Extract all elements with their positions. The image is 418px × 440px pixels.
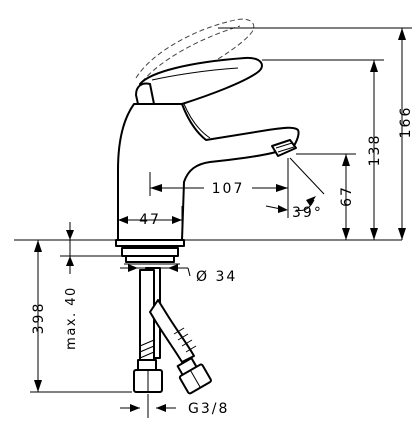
lever-handle xyxy=(135,56,263,105)
dimension-47: 47 xyxy=(117,206,183,240)
dimension-diameter-34: Ø 34 xyxy=(120,264,237,285)
countertop-line xyxy=(14,239,402,247)
faucet-body xyxy=(117,103,300,241)
right-hose-braid xyxy=(173,327,197,353)
flexible-hoses xyxy=(133,269,212,395)
dimension-g38-label: G3/8 xyxy=(188,401,229,417)
dimension-67-label: 67 xyxy=(339,185,355,207)
dimension-166: 166 xyxy=(218,27,414,240)
dimension-39-label: 39° xyxy=(292,205,323,221)
dimension-max-40: max. 40 xyxy=(60,222,122,350)
dimension-max40-label: max. 40 xyxy=(64,286,79,350)
dimension-67: 67 xyxy=(296,153,356,240)
left-hose-braid xyxy=(139,339,155,359)
dimension-angle-39: 39° xyxy=(265,157,325,221)
dimension-166-label: 166 xyxy=(398,106,414,139)
dimension-47-label: 47 xyxy=(139,212,161,228)
dimension-g38: G3/8 xyxy=(120,394,229,418)
dimension-34-label: Ø 34 xyxy=(196,269,237,285)
dimension-107-label: 107 xyxy=(212,181,245,197)
dimension-398-label: 398 xyxy=(31,302,47,335)
dimension-138: 138 xyxy=(262,59,384,240)
dimension-398: 398 xyxy=(30,240,132,393)
dimension-138-label: 138 xyxy=(367,134,383,167)
